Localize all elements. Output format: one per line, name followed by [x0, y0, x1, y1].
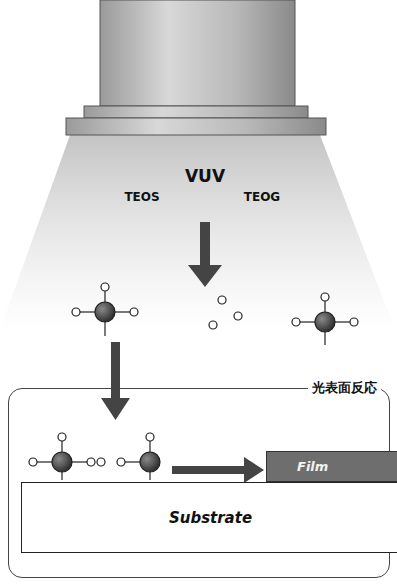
molecule: [29, 433, 95, 480]
text-label: TEOG: [244, 190, 280, 204]
region-heading: 光表面反応: [308, 379, 381, 397]
box-text: Substrate: [22, 509, 397, 527]
reaction-region: 光表面反応FilmSubstrate: [8, 388, 390, 578]
vuv-lamp: [66, 0, 326, 135]
atoms: [209, 296, 242, 329]
light-cone: [0, 135, 395, 330]
molecule: [292, 293, 358, 345]
molecule: [72, 283, 138, 336]
substrate-box: Substrate: [21, 482, 397, 553]
box-text: Film: [297, 459, 328, 474]
film-layer: Film: [266, 451, 397, 482]
down-arrow: [188, 222, 222, 287]
down-arrow: [101, 342, 130, 420]
right-arrow: [172, 457, 264, 483]
text-label: VUV: [185, 166, 225, 186]
molecule: [97, 433, 160, 480]
text-label: TEOS: [124, 190, 159, 204]
